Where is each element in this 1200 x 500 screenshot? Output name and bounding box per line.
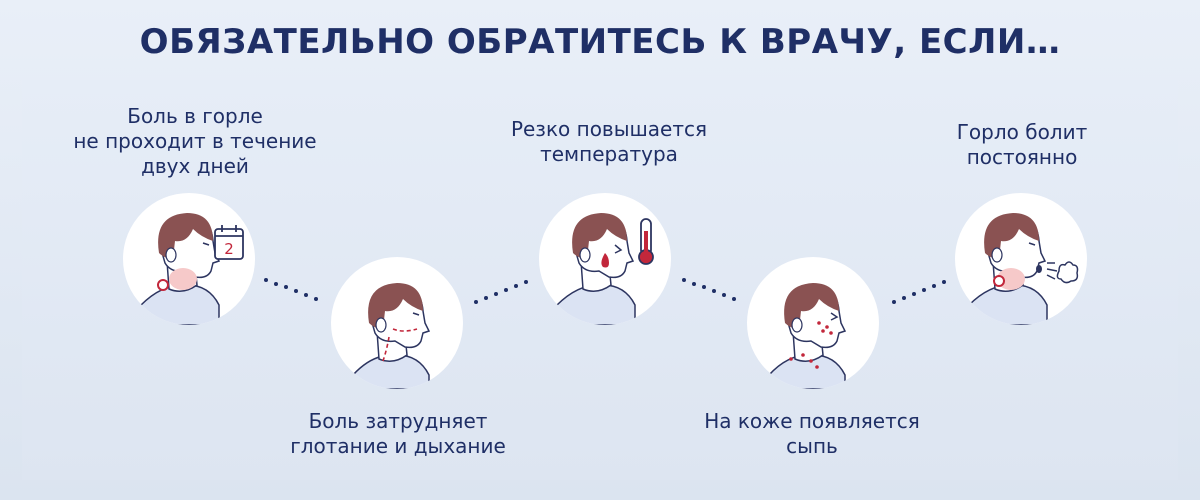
step-3-circle: [539, 193, 671, 325]
step-2-circle: [331, 257, 463, 389]
rash-icon: [768, 283, 847, 389]
calendar-number: 2: [224, 240, 234, 258]
connector-dots-4: [892, 280, 946, 304]
connector-dots-2: [474, 280, 528, 304]
thermometer-icon: [638, 218, 654, 265]
step-5-label: Горло болит постоянно: [956, 120, 1088, 169]
calendar-icon: 2: [214, 225, 244, 260]
cough-icon: [968, 213, 1079, 325]
step-5-circle: [955, 193, 1087, 325]
page-title: ОБЯЗАТЕЛЬНО ОБРАТИТЕСЬ К ВРАЧУ, ЕСЛИ…: [139, 22, 1061, 62]
fever-face-icon: [556, 213, 636, 325]
face-sore-throat-icon: [140, 213, 221, 325]
step-1-label: Боль в горле не проходит в течение двух …: [73, 104, 317, 178]
step-1-circle: 2: [123, 193, 255, 325]
step-2-label: Боль затрудняет глотание и дыхание: [290, 409, 506, 458]
throat-pain-icon: [352, 283, 431, 389]
connector-dots-1: [264, 278, 318, 301]
step-4-circle: [747, 257, 879, 389]
step-4-label: На коже появляется сыпь: [704, 409, 920, 458]
connector-dots-3: [682, 278, 736, 301]
step-3-label: Резко повышается температура: [510, 117, 708, 166]
